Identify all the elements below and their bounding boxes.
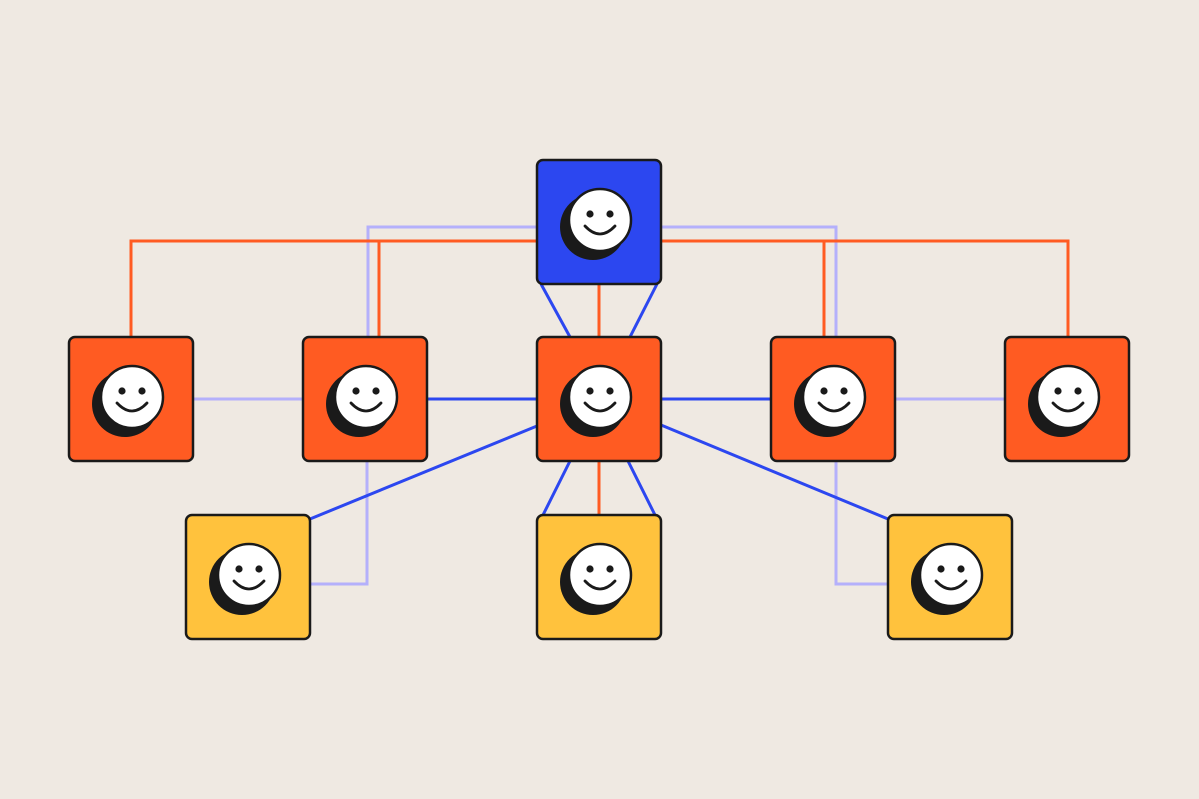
edge-top-m2-orange <box>377 239 537 337</box>
node-b3[interactable] <box>886 513 1014 641</box>
node-top[interactable] <box>535 158 663 286</box>
node-m1[interactable] <box>67 335 195 463</box>
edge-top-m3-blue <box>539 283 659 338</box>
smiley-face-icon <box>326 364 399 437</box>
nodes-layer <box>67 158 1131 641</box>
edge-top-m2-lavender <box>366 225 537 337</box>
edge-top-m4-lavender <box>661 225 838 337</box>
smiley-face-icon <box>560 542 633 615</box>
smiley-face-icon <box>794 364 867 437</box>
edge-m4-b3-lavender <box>834 461 888 586</box>
edge-top-m5-orange <box>661 239 1070 337</box>
node-m2[interactable] <box>301 335 429 463</box>
node-b1[interactable] <box>184 513 312 641</box>
edge-m3-b2-blue <box>541 460 657 516</box>
edge-m3-b1-blue <box>309 424 538 521</box>
smiley-face-icon <box>911 542 984 615</box>
edges-layer <box>129 225 1070 586</box>
edge-m3-b3-blue <box>660 423 889 521</box>
edge-m2-b1-lavender <box>310 461 369 586</box>
smiley-face-icon <box>560 187 633 260</box>
smiley-face-icon <box>560 364 633 437</box>
smiley-face-icon <box>92 364 165 437</box>
node-m3[interactable] <box>535 335 663 463</box>
node-m5[interactable] <box>1003 335 1131 463</box>
smiley-face-icon <box>1028 364 1101 437</box>
node-b2[interactable] <box>535 513 663 641</box>
smiley-face-icon <box>209 542 282 615</box>
node-m4[interactable] <box>769 335 897 463</box>
